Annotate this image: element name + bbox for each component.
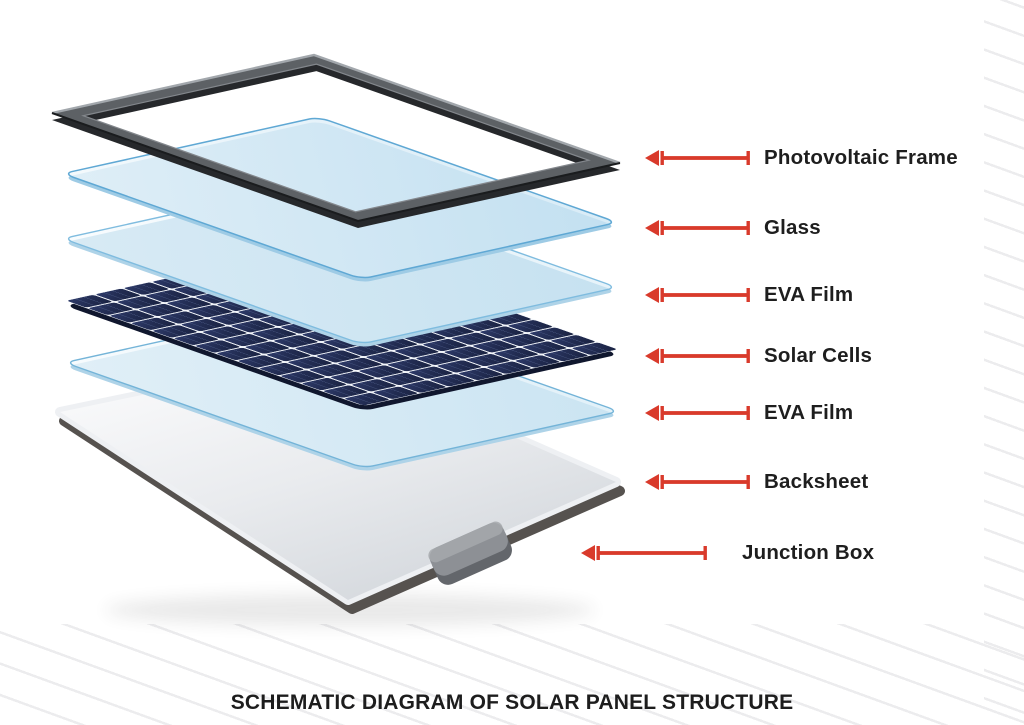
layer-label: Glass — [764, 215, 821, 239]
layer-label: Solar Cells — [764, 343, 873, 367]
dimension-arrow-icon — [645, 220, 750, 236]
layer-callout-eva-film-top: EVA Film — [645, 282, 853, 308]
layer-callout-eva-film-bottom: EVA Film — [645, 400, 853, 426]
dimension-arrow-icon — [645, 348, 750, 364]
layer-label: Backsheet — [764, 469, 869, 493]
dimension-arrow-icon — [581, 545, 707, 561]
layer-callout-glass: Glass — [645, 215, 821, 241]
diagram-title: SCHEMATIC DIAGRAM OF SOLAR PANEL STRUCTU… — [230, 691, 794, 714]
diagonal-hatch-band-bottom — [0, 624, 1024, 725]
layer-callout-junction-box: Junction Box — [581, 540, 874, 566]
layer-label: EVA Film — [764, 282, 854, 306]
junction-box — [428, 521, 512, 585]
layer-callout-solar-cells: Solar Cells — [645, 343, 872, 369]
dimension-arrow-icon — [645, 150, 750, 166]
photovoltaic-frame-layer — [52, 55, 620, 228]
layer-callout-photovoltaic-frame: Photovoltaic Frame — [645, 145, 958, 171]
dimension-arrow-icon — [645, 405, 750, 421]
layer-label: EVA Film — [764, 400, 854, 424]
layer-callout-backsheet: Backsheet — [645, 469, 868, 495]
dimension-arrow-icon — [645, 474, 750, 490]
layer-label: Photovoltaic Frame — [764, 145, 958, 169]
layer-label: Junction Box — [742, 540, 875, 564]
dimension-arrow-icon — [645, 287, 750, 303]
diagonal-hatch-band-right — [984, 0, 1024, 725]
